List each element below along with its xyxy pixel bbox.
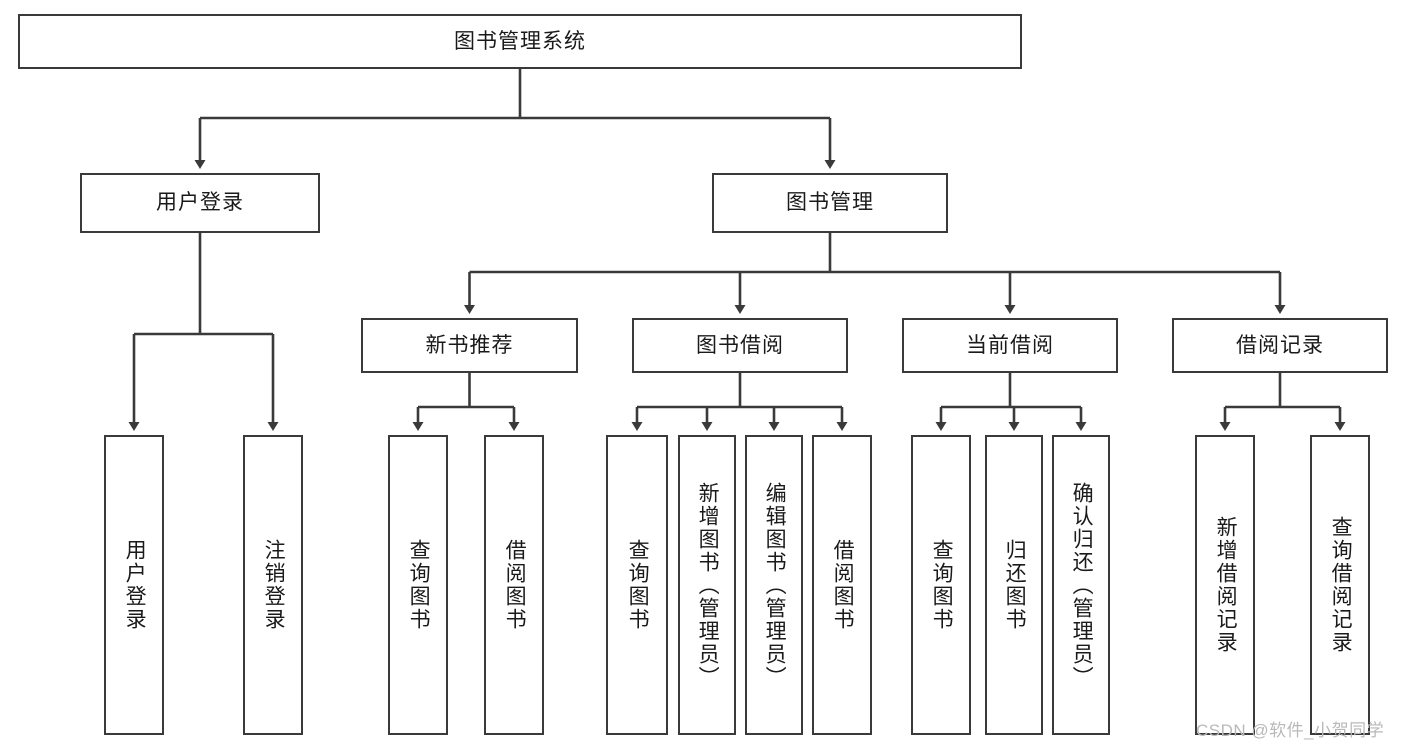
node-label: 图书管理 — [786, 191, 874, 215]
node-query-book-1: 查询图书 — [388, 435, 448, 735]
node-current-borrow: 当前借阅 — [902, 318, 1118, 373]
node-label: 借阅记录 — [1236, 333, 1324, 357]
node-label: 新增借阅记录 — [1214, 516, 1238, 654]
node-label: 查询图书 — [626, 539, 650, 631]
node-label: 确认归还（管理员） — [1070, 481, 1094, 689]
node-new-book-recommend: 新书推荐 — [361, 318, 578, 373]
node-query-book-2: 查询图书 — [606, 435, 668, 735]
node-edit-book: 编辑图书（管理员） — [745, 435, 803, 735]
node-user-login-do: 用户登录 — [104, 435, 164, 735]
node-label: 归还图书 — [1003, 539, 1027, 631]
node-label: 用户登录 — [123, 539, 147, 631]
node-borrow-record: 借阅记录 — [1172, 318, 1388, 373]
node-label: 新增图书（管理员） — [696, 481, 720, 689]
node-label: 图书管理系统 — [454, 29, 586, 53]
node-label: 新书推荐 — [425, 333, 514, 357]
node-label: 借阅图书 — [831, 539, 855, 631]
csdn-watermark: CSDN @软件_小贺同学 — [1196, 721, 1385, 740]
node-user-login: 用户登录 — [80, 173, 320, 233]
node-confirm-return: 确认归还（管理员） — [1052, 435, 1110, 735]
node-query-borrow-record: 查询借阅记录 — [1310, 435, 1370, 735]
node-label: 查询图书 — [930, 539, 954, 631]
node-user-logout: 注销登录 — [243, 435, 303, 735]
node-label: 借阅图书 — [503, 539, 527, 631]
node-label: 查询借阅记录 — [1329, 516, 1353, 654]
node-book-borrow: 图书借阅 — [632, 318, 848, 373]
node-add-book: 新增图书（管理员） — [678, 435, 736, 735]
node-return-book: 归还图书 — [985, 435, 1043, 735]
node-label: 当前借阅 — [966, 333, 1054, 357]
node-label: 查询图书 — [407, 539, 431, 631]
node-label: 编辑图书（管理员） — [763, 481, 787, 689]
node-book-manage: 图书管理 — [712, 173, 948, 233]
node-label: 注销登录 — [262, 539, 286, 631]
node-borrow-book-2: 借阅图书 — [812, 435, 872, 735]
node-add-borrow-record: 新增借阅记录 — [1195, 435, 1255, 735]
node-borrow-book-1: 借阅图书 — [484, 435, 544, 735]
node-label: 图书借阅 — [696, 333, 784, 357]
node-query-book-3: 查询图书 — [911, 435, 971, 735]
node-label: 用户登录 — [156, 191, 244, 215]
node-root: 图书管理系统 — [18, 14, 1022, 69]
